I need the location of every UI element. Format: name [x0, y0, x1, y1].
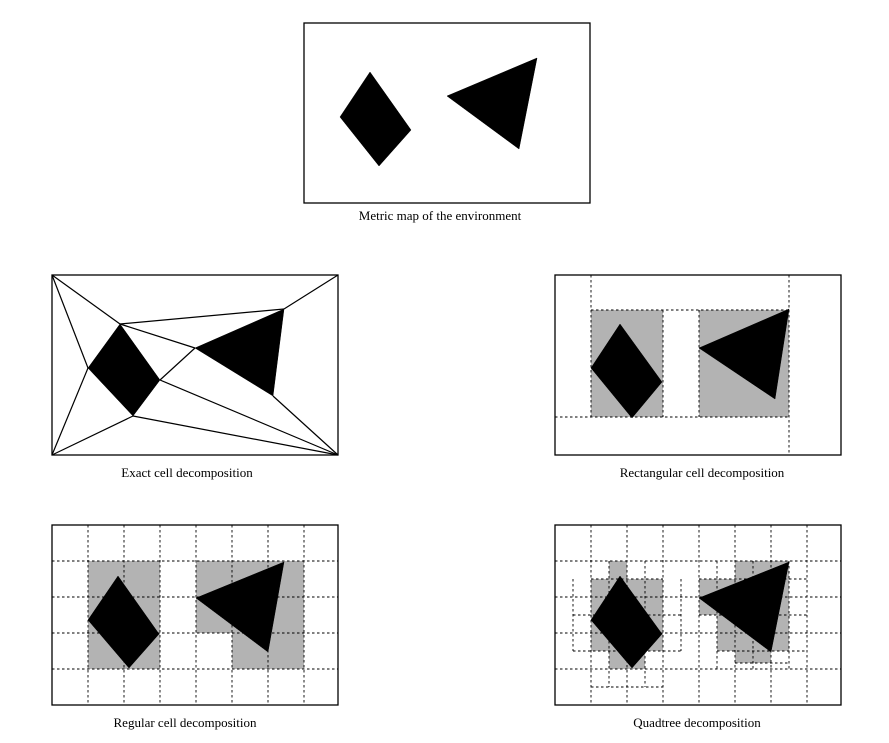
quadtree-diamond-obstacle [590, 575, 663, 669]
rectangular-dashed-lines [555, 275, 790, 455]
regular-caption: Regular cell decomposition [114, 715, 257, 730]
rectangular-decomposition-panel: Rectangular cell decomposition [554, 274, 842, 480]
regular-triangle-obstacle [195, 561, 285, 653]
rectangular-caption: Rectangular cell decomposition [620, 465, 785, 480]
exact-caption: Exact cell decomposition [121, 465, 253, 480]
quadtree-triangle-obstacle [698, 561, 790, 653]
rect-triangle-obstacle [698, 308, 790, 400]
regular-decomposition-panel: Regular cell decomposition [51, 524, 339, 730]
metric-map-caption: Metric map of the environment [359, 208, 522, 223]
exact-triangle-obstacle [194, 308, 285, 397]
diamond-obstacle [339, 71, 412, 167]
quadtree-decomposition-panel: Quadtree decomposition [554, 524, 842, 730]
quadtree-caption: Quadtree decomposition [633, 715, 761, 730]
triangle-obstacle [446, 57, 538, 150]
exact-decomposition-panel: Exact cell decomposition [51, 274, 339, 480]
rect-diamond-obstacle [590, 323, 663, 419]
regular-diamond-obstacle [87, 575, 160, 669]
exact-diamond-obstacle [87, 323, 161, 417]
exact-decomposition-lines [51, 274, 339, 456]
metric-map-panel: Metric map of the environment [303, 22, 591, 223]
